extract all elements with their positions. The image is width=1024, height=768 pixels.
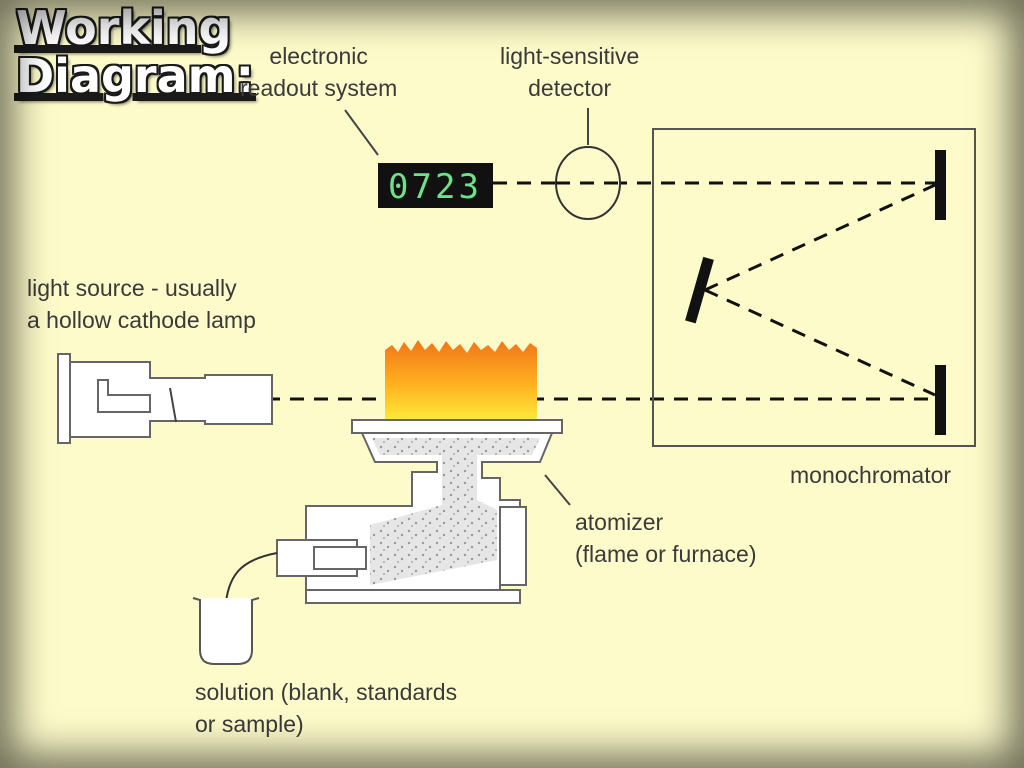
readout-digits: 0723 — [388, 167, 482, 207]
atomizer-leader — [544, 474, 571, 506]
sample-beaker — [192, 597, 260, 665]
readout-leader — [344, 109, 379, 156]
monochromator-box — [652, 128, 976, 447]
grating-mirror — [685, 256, 714, 324]
title-line-1: Working — [16, 1, 232, 55]
hollow-cathode-lamp — [57, 353, 273, 444]
atomizer-label: atomizer (flame or furnace) — [575, 509, 757, 567]
atomizer-burner — [276, 419, 563, 605]
flame — [385, 340, 537, 420]
mirror-top — [935, 150, 946, 220]
detector-label: light-sensitive detector — [500, 43, 640, 101]
diagonal-beam-up — [704, 183, 936, 292]
readout-display — [378, 163, 493, 208]
title-line-2: Diagram: — [16, 49, 254, 103]
solution-label: solution (blank, standards or sample) — [195, 679, 458, 737]
monochromator-label: monochromator — [790, 462, 952, 488]
page-title: Working Diagram: — [16, 4, 254, 100]
light-source-label: light source - usually a hollow cathode … — [27, 275, 256, 333]
diagonal-beam-down — [704, 288, 936, 397]
readout-system-label: electronic readout system — [240, 43, 398, 101]
mirror-bottom — [935, 365, 946, 435]
